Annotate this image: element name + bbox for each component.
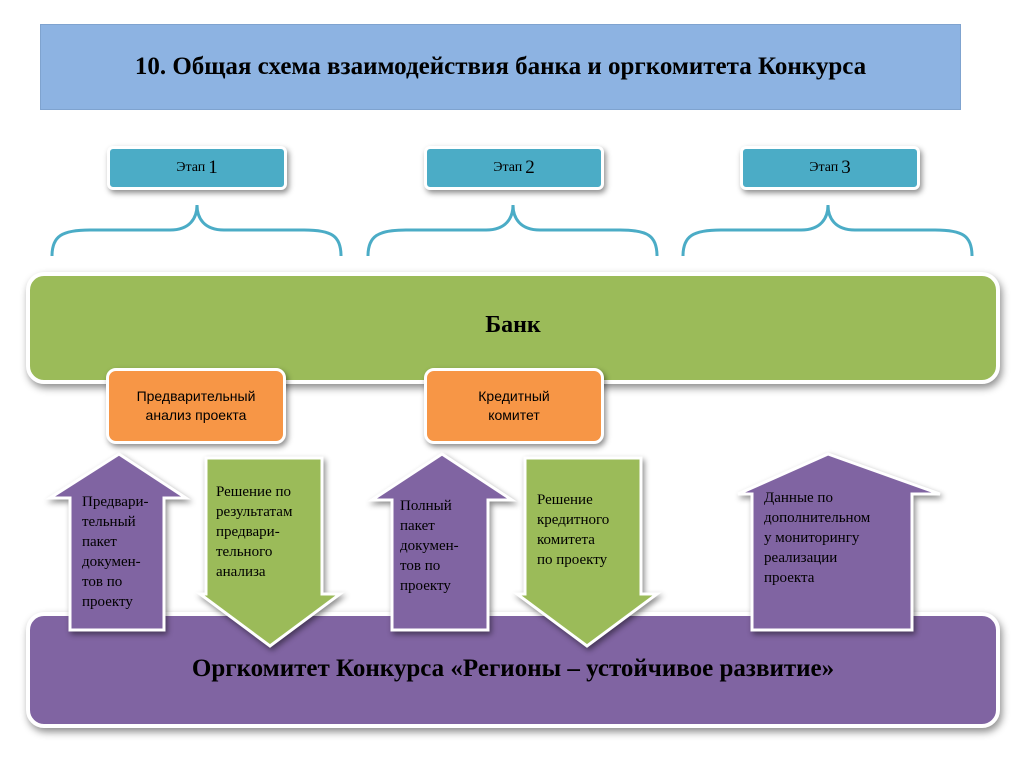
preliminary-analysis-box: Предварительный анализ проекта	[106, 368, 286, 444]
orgcommittee-label: Оргкомитет Конкурса «Регионы – устойчиво…	[191, 655, 835, 682]
stage-2-box: Этап 2	[424, 146, 604, 190]
arrow-down-credit-decision	[512, 456, 662, 648]
stage-2-number: 2	[525, 157, 535, 178]
stage-1-label: Этап	[176, 160, 206, 175]
arrow-up-preliminary-docs	[44, 452, 192, 632]
arrow-up-full-package	[366, 452, 518, 632]
credit-committee-label: Кредитный комитет	[478, 388, 550, 423]
title-box: 10. Общая схема взаимодействия банка и о…	[40, 24, 961, 110]
arrow-up-monitoring-data-text: Данные по дополнительном у мониторингу р…	[764, 490, 871, 586]
arrow-down-preliminary-decision-text: Решение по результатам предвари- тельног…	[216, 484, 293, 580]
arrow-up-full-package-text: Полный пакет докумен- тов по проекту	[400, 498, 459, 594]
stage-2-label: Этап	[493, 160, 523, 175]
stage-1-number: 1	[208, 157, 218, 178]
arrow-down-preliminary-decision	[195, 456, 345, 648]
page-title: 10. Общая схема взаимодействия банка и о…	[134, 53, 867, 80]
stage-3-label: Этап	[809, 160, 839, 175]
stage-1-brace	[50, 204, 343, 257]
stage-3-number: 3	[841, 157, 851, 178]
stage-3-brace	[681, 204, 974, 257]
arrow-up-monitoring-data	[737, 452, 941, 632]
stage-1-box: Этап 1	[107, 146, 287, 190]
stage-braces	[50, 204, 974, 257]
credit-committee-box: Кредитный комитет	[424, 368, 604, 444]
stage-3-box: Этап 3	[740, 146, 920, 190]
preliminary-analysis-label: Предварительный анализ проекта	[136, 388, 256, 423]
orgcommittee-bar: Оргкомитет Конкурса «Регионы – устойчиво…	[26, 612, 1000, 728]
bank-label: Банк	[485, 311, 541, 338]
arrow-up-preliminary-docs-text: Предвари- тельный пакет докумен- тов по …	[82, 494, 149, 610]
stage-2-brace	[366, 204, 659, 257]
arrow-down-credit-decision-text: Решение кредитного комитета по проекту	[537, 492, 610, 568]
